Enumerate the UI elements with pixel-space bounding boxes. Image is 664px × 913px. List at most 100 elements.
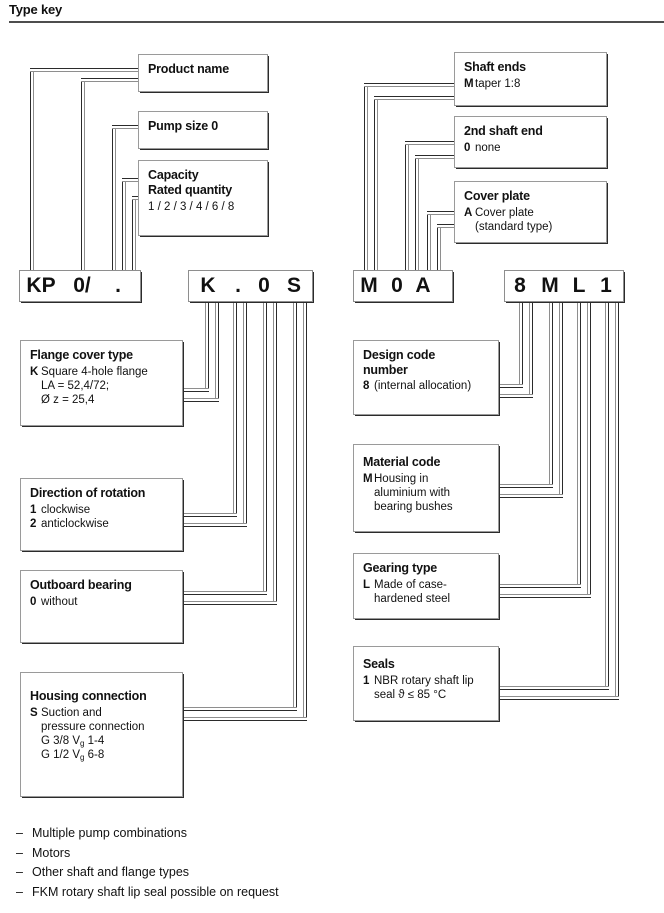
vg1-post: 1-4 [84,734,105,747]
connector-v-2nd-shaft-2 [415,155,419,276]
code-char: 0/ [73,274,91,297]
connector-h-outboard [183,591,267,595]
connector-v-direction [233,302,237,517]
row-value: taper 1:8 [475,77,521,90]
code-bar-kos[interactable]: K . 0 S [188,270,313,302]
list-item: – Motors [16,844,416,864]
row-value: clockwise [41,503,91,516]
box-title-material-code: Material code [363,455,441,469]
box-title-pump-size: Pump size 0 [148,119,219,133]
box-cover-plate: Cover plate A Cover plate A (standard ty… [454,181,607,243]
box-row: 1 NBR rotary shaft lip [363,674,490,688]
connector-v-seals-2 [615,302,619,700]
connector-h-material-code-2 [499,494,563,498]
note-text: FKM rotary shaft lip seal possible on re… [32,884,279,899]
row-value: Housing in [374,472,429,485]
box-row: L hardened steel [363,592,490,606]
row-value: aluminium with [374,486,451,499]
header-divider [9,21,664,23]
box-row: A Cover plate [464,206,598,220]
code-bar-moa[interactable]: M 0 A [353,270,453,302]
box-row: 0 without [30,595,174,609]
connector-h-seals [499,686,609,690]
row-value: bearing bushes [374,500,453,513]
connector-h-seals-2 [499,696,619,700]
connector-h-design-code [499,384,523,388]
box-title-outboard-bearing: Outboard bearing [30,578,132,592]
connector-v-pump-size-2 [112,125,116,276]
connector-h-gearing-2 [499,594,591,598]
box-title-design-code-1: Design code [363,348,436,362]
dash-bullet: – [16,845,23,860]
box-seals: Seals 1 NBR rotary shaft lip 1 seal ϑ ≤ … [353,646,499,721]
box-outboard-bearing: Outboard bearing 0 without [20,570,183,643]
row-value: none [475,141,501,154]
connector-h-cover-plate [427,211,454,215]
row-value: hardened steel [374,592,451,605]
box-design-code-number: Design code number 8 (internal allocatio… [353,340,499,415]
connector-v-flange-cover-2 [215,302,219,402]
box-gearing-type: Gearing type L Made of case- L hardened … [353,553,499,619]
connector-v-2nd-shaft [405,141,409,276]
page-title: Type key [9,2,63,17]
box-housing-connection: Housing connection S Suction and S press… [20,672,183,797]
code-char: K [200,274,216,297]
row-value: Made of case- [374,578,447,591]
row-key: K [30,365,39,378]
connector-h-housing [183,707,297,711]
box-material-code: Material code M Housing in M aluminium w… [353,444,499,532]
connector-v-housing-2 [303,302,307,721]
connector-h-outboard-2 [183,601,277,605]
row-value: pressure connection [41,720,145,733]
row-key: L [363,578,371,591]
connector-h-capacity-2 [132,196,140,200]
box-title-2nd-shaft-end: 2nd shaft end [464,124,543,138]
connector-h-design-code-2 [499,394,533,398]
connector-h-housing-2 [183,717,307,721]
row-value: anticlockwise [41,517,109,530]
row-key: 0 [464,141,471,154]
code-char: M [541,274,559,297]
code-char: 0 [391,274,403,297]
box-row-vg2: S G 1/2 Vg 6-8 [30,748,174,762]
code-bar-8ml1[interactable]: 8 M L 1 [504,270,624,302]
box-title-housing-connection: Housing connection [30,689,147,703]
box-row-vg1: S G 3/8 Vg 1-4 [30,734,174,748]
code-bar-kp[interactable]: KP 0/ . [19,270,141,302]
box-title-capacity-2: Rated quantity [148,182,233,197]
row-key: A [464,206,473,219]
row-key: M [464,77,474,90]
connector-v-capacity [122,178,126,276]
row-key: 2 [30,517,37,530]
vg1-sub: g [80,738,85,748]
connector-v-shaft-ends [364,83,368,276]
code-char: . [235,274,241,297]
row-key: 8 [363,380,370,392]
connector-v-design-code [519,302,523,388]
note-text: Other shaft and flange types [32,865,190,880]
code-char: A [415,274,431,297]
connector-v-seals [605,302,609,690]
row-key: 1 [30,503,37,516]
box-row: A (standard type) [464,220,598,234]
row-value: (internal allocation) [374,380,472,392]
connector-v-outboard-2 [273,302,277,605]
connector-v-material-code-2 [559,302,563,498]
connector-h-shaft-ends [364,83,454,87]
box-row: S pressure connection [30,720,174,734]
connector-h-direction [183,513,237,517]
box-shaft-ends: Shaft ends M taper 1:8 [454,52,607,106]
box-row: K LA = 52,4/72; [30,379,174,393]
dash-bullet: – [16,865,23,880]
box-flange-cover-type: Flange cover type K Square 4-hole flange… [20,340,183,426]
box-row: 1 seal ϑ ≤ 85 °C [363,688,490,702]
dash-bullet: – [16,884,23,899]
box-product-name: Product name [138,54,268,92]
connector-h-pump-size-2 [112,125,138,129]
note-text: Multiple pump combinations [32,826,187,840]
connector-v-outboard [263,302,267,595]
box-title-product-name: Product name [148,62,229,76]
notes-list: – Multiple pump combinations – Motors – … [16,824,416,902]
row-value: NBR rotary shaft lip [374,674,474,687]
